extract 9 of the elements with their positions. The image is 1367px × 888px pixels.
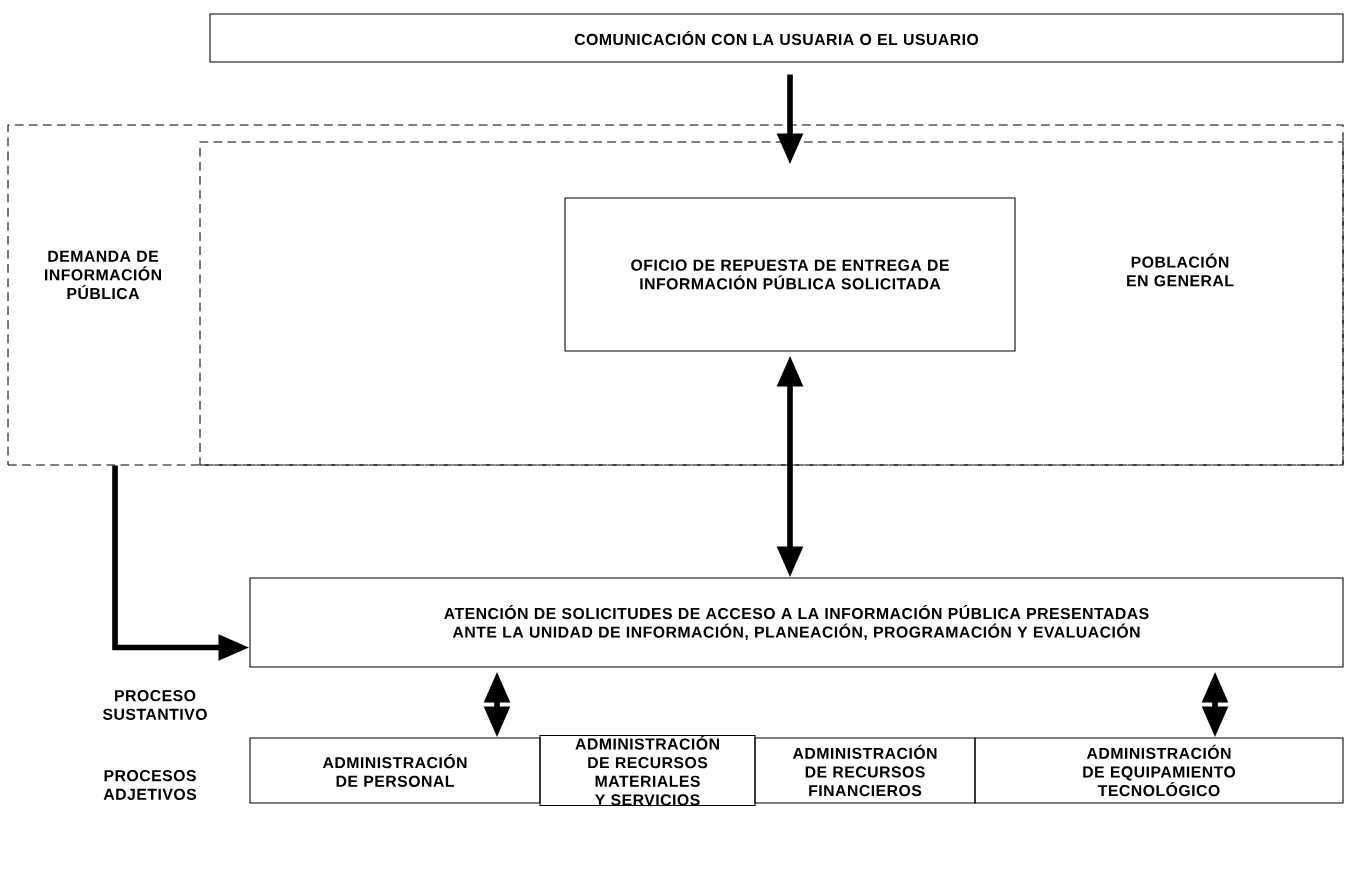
- process-box: OFICIO DE REPUESTA DE ENTREGA DE INFORMACIÓN PÚBLICA SOLICITADA: [564, 197, 1016, 352]
- side-label: PROCESO SUSTANTIVO: [102, 690, 207, 720]
- process-box: ADMINISTRACIÓN DE EQUIPAMIENTO TECNOLÓGICO: [974, 737, 1344, 804]
- process-box: ATENCIÓN DE SOLICITUDES DE ACCESO A LA INFORMACIÓN PÚBLICA PRESENTADAS ANTE LA UNIDAD DE INFORMACIÓN, PLANEACIÓN, PROGRAMACIÓN Y EVALUACIÓN: [249, 577, 1344, 668]
- process-box: ADMINISTRACIÓN DE PERSONAL: [249, 737, 541, 804]
- process-box: COMUNICACIÓN CON LA USUARIA O EL USUARIO: [209, 13, 1344, 63]
- side-label: PROCESOS ADJETIVOS: [103, 770, 197, 800]
- process-box: ADMINISTRACIÓN DE RECURSOS FINANCIEROS: [754, 737, 976, 804]
- process-box: ADMINISTRACIÓN DE RECURSOS MATERIALES Y SERVICIOS: [539, 734, 756, 807]
